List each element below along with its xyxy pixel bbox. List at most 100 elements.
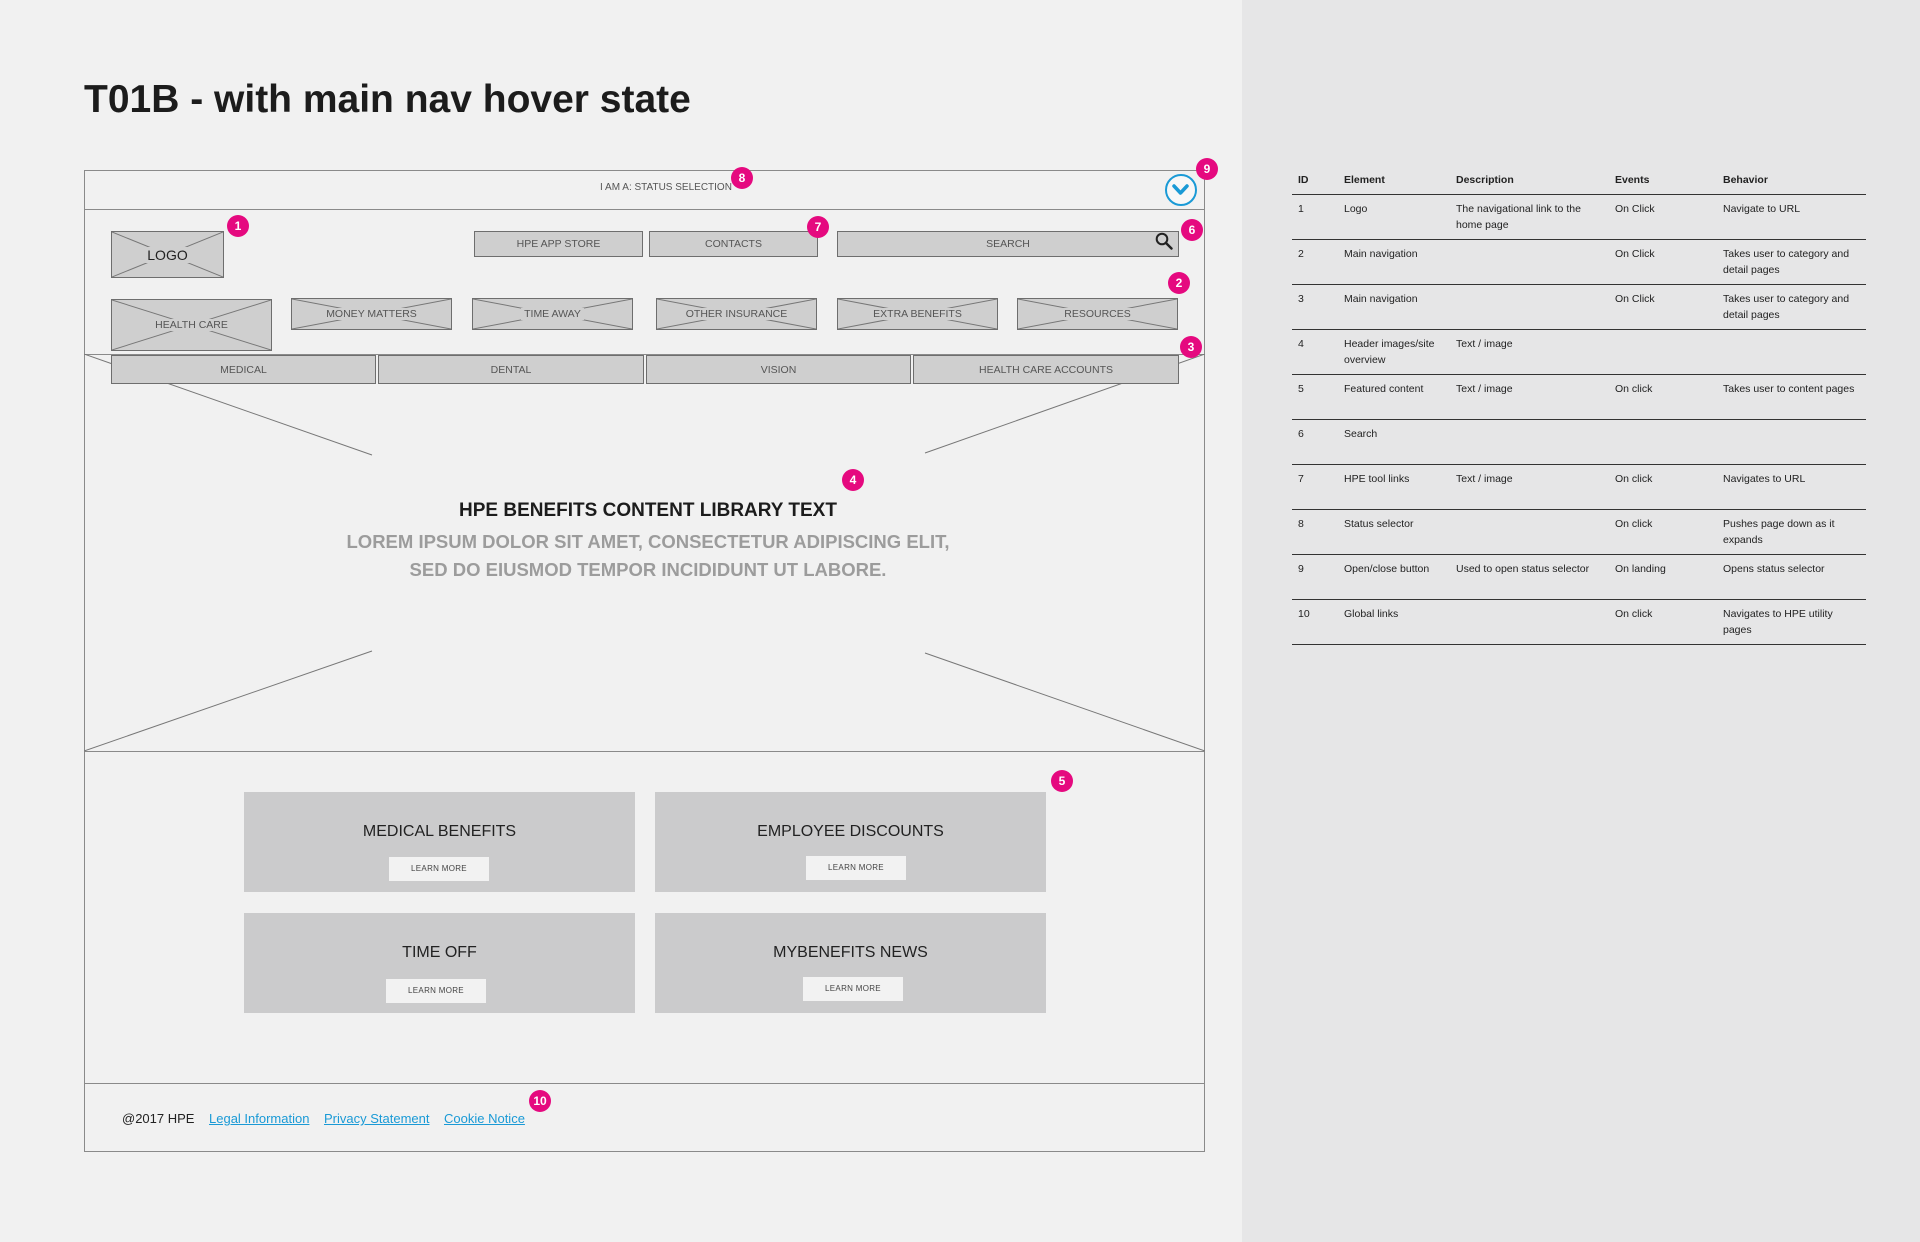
annotation-badge: 3 — [1180, 336, 1202, 358]
table-cell: Text / image — [1450, 374, 1609, 420]
annotation-badge: 7 — [807, 216, 829, 238]
table-cell: Header images/site overview — [1338, 329, 1450, 375]
table-cell: Pushes page down as it expands — [1717, 509, 1866, 555]
table-row: 3 Main navigation On Click Takes user to… — [1292, 284, 1866, 330]
main-nav-label: OTHER INSURANCE — [682, 308, 791, 320]
main-nav-time-away[interactable]: TIME AWAY — [472, 298, 633, 330]
table-cell: Main navigation — [1338, 284, 1450, 330]
annotation-badge: 9 — [1196, 158, 1218, 180]
utility-link-contacts[interactable]: CONTACTS — [649, 231, 818, 257]
sub-nav-vision[interactable]: VISION — [646, 355, 911, 384]
annotation-badge: 2 — [1168, 272, 1190, 294]
chevron-down-icon — [1172, 184, 1189, 195]
table-cell: Global links — [1338, 599, 1450, 645]
table-cell — [1609, 329, 1717, 375]
table-cell: 2 — [1292, 239, 1338, 285]
sub-nav-health-care-accounts[interactable]: HEALTH CARE ACCOUNTS — [913, 355, 1179, 384]
featured-card-mybenefits-news[interactable]: MYBENEFITS NEWS LEARN MORE — [655, 913, 1046, 1013]
table-cell: Search — [1338, 419, 1450, 465]
status-bar-divider — [84, 209, 1205, 210]
main-nav-label: TIME AWAY — [521, 308, 584, 320]
table-cell: 10 — [1292, 599, 1338, 645]
table-row: 8 Status selector On click Pushes page d… — [1292, 509, 1866, 555]
hero-title: HPE BENEFITS CONTENT LIBRARY TEXT — [459, 500, 837, 521]
logo[interactable]: LOGO — [111, 231, 224, 278]
table-cell: Featured content — [1338, 374, 1450, 420]
table-cell: Logo — [1338, 194, 1450, 240]
sub-nav-dental[interactable]: DENTAL — [378, 355, 644, 384]
table-cell: Text / image — [1450, 464, 1609, 510]
learn-more-button[interactable]: LEARN MORE — [389, 857, 489, 881]
table-cell: Navigates to URL — [1717, 464, 1866, 510]
featured-card-medical-benefits[interactable]: MEDICAL BENEFITS LEARN MORE — [244, 792, 635, 892]
table-cell — [1450, 509, 1609, 555]
footer-divider — [84, 1083, 1205, 1084]
search-icon[interactable] — [1155, 232, 1173, 250]
table-cell: The navigational link to the home page — [1450, 194, 1609, 240]
utility-link-app-store[interactable]: HPE APP STORE — [474, 231, 643, 257]
column-header: Behavior — [1717, 170, 1866, 195]
table-cell — [1609, 419, 1717, 465]
table-cell — [1450, 284, 1609, 330]
logo-label: LOGO — [144, 246, 191, 263]
sub-nav-medical[interactable]: MEDICAL — [111, 355, 376, 384]
footer-link-cookie[interactable]: Cookie Notice — [444, 1111, 525, 1126]
table-cell: On Click — [1609, 284, 1717, 330]
table-row: 4 Header images/site overview Text / ima… — [1292, 329, 1866, 375]
annotation-badge: 5 — [1051, 770, 1073, 792]
table-cell — [1450, 599, 1609, 645]
table-cell: 6 — [1292, 419, 1338, 465]
page-title: T01B - with main nav hover state — [84, 78, 691, 121]
table-cell: 9 — [1292, 554, 1338, 600]
card-title: EMPLOYEE DISCOUNTS — [757, 823, 944, 840]
table-cell: HPE tool links — [1338, 464, 1450, 510]
annotation-badge: 8 — [731, 167, 753, 189]
column-header: ID — [1292, 170, 1338, 195]
table-cell: Opens status selector — [1717, 554, 1866, 600]
featured-card-employee-discounts[interactable]: EMPLOYEE DISCOUNTS LEARN MORE — [655, 792, 1046, 892]
table-row: 5 Featured content Text / image On click… — [1292, 374, 1866, 420]
utility-link-label: HPE APP STORE — [513, 238, 604, 250]
table-row: 10 Global links On click Navigates to HP… — [1292, 599, 1866, 645]
table-row: 7 HPE tool links Text / image On click N… — [1292, 464, 1866, 510]
featured-card-time-off[interactable]: TIME OFF LEARN MORE — [244, 913, 635, 1013]
table-row: 2 Main navigation On Click Takes user to… — [1292, 239, 1866, 285]
table-cell: 4 — [1292, 329, 1338, 375]
learn-more-button[interactable]: LEARN MORE — [386, 979, 486, 1003]
main-nav-resources[interactable]: RESOURCES — [1017, 298, 1178, 330]
table-row: 9 Open/close button Used to open status … — [1292, 554, 1866, 600]
table-cell: Navigates to HPE utility pages — [1717, 599, 1866, 645]
sub-nav-label: MEDICAL — [217, 363, 270, 376]
main-nav-label: EXTRA BENEFITS — [870, 308, 965, 320]
search-input[interactable]: SEARCH — [837, 231, 1179, 257]
main-nav-label: HEALTH CARE — [152, 319, 231, 331]
hero-body: LOREM IPSUM DOLOR SIT AMET, CONSECTETUR … — [346, 531, 950, 580]
table-cell: On click — [1609, 374, 1717, 420]
table-cell: On Click — [1609, 194, 1717, 240]
hero-divider — [84, 751, 1205, 752]
sub-nav-label: VISION — [757, 363, 800, 376]
footer-link-privacy[interactable]: Privacy Statement — [324, 1111, 430, 1126]
footer-copyright: @2017 HPE — [122, 1111, 195, 1126]
spec-table-header: ID Element Description Events Behavior — [1292, 170, 1866, 195]
table-cell: 7 — [1292, 464, 1338, 510]
table-cell: On click — [1609, 509, 1717, 555]
table-cell: Takes user to content pages — [1717, 374, 1866, 420]
main-nav-other-insurance[interactable]: OTHER INSURANCE — [656, 298, 817, 330]
table-cell — [1717, 329, 1866, 375]
main-nav-money-matters[interactable]: MONEY MATTERS — [291, 298, 452, 330]
table-cell: On Click — [1609, 239, 1717, 285]
status-selector[interactable]: I AM A: STATUS SELECTION — [600, 182, 732, 193]
learn-more-button[interactable]: LEARN MORE — [806, 856, 906, 880]
main-nav-extra-benefits[interactable]: EXTRA BENEFITS — [837, 298, 998, 330]
main-nav-health-care[interactable]: HEALTH CARE — [111, 299, 272, 351]
footer-link-legal[interactable]: Legal Information — [209, 1111, 310, 1126]
table-row: 6 Search — [1292, 419, 1866, 465]
table-cell: 5 — [1292, 374, 1338, 420]
table-cell: 3 — [1292, 284, 1338, 330]
utility-link-label: CONTACTS — [702, 238, 765, 250]
spec-table: ID Element Description Events Behavior 1… — [1292, 170, 1866, 645]
table-cell: On click — [1609, 464, 1717, 510]
open-close-button[interactable] — [1165, 174, 1197, 206]
learn-more-button[interactable]: LEARN MORE — [803, 977, 903, 1001]
